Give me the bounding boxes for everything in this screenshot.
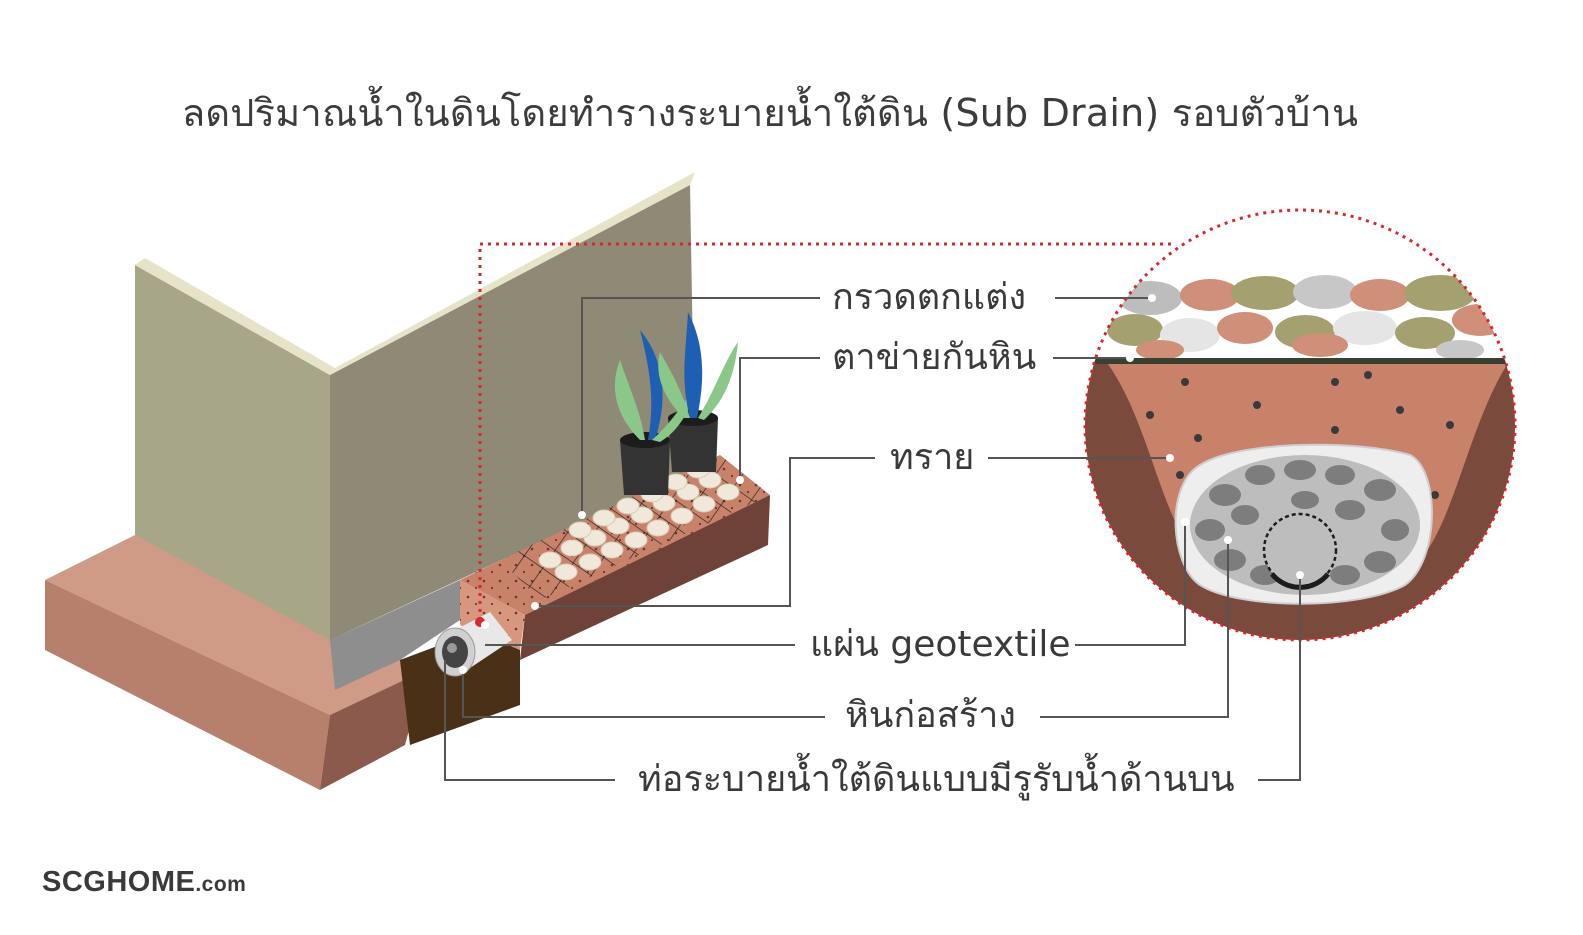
wall-cap bbox=[135, 258, 335, 375]
leader-dots bbox=[459, 294, 1304, 674]
label-geotextile: แผ่น geotextile bbox=[810, 624, 1071, 665]
soil-trench bbox=[400, 630, 520, 745]
wall-front bbox=[135, 265, 330, 640]
magnified-mesh bbox=[1090, 358, 1515, 364]
footing-top bbox=[45, 535, 425, 715]
wall-cap-side bbox=[330, 172, 695, 375]
page-title: ลดปริมาณน้ำในดินโดยทำรางระบายน้ำใต้ดิน (… bbox=[181, 91, 1359, 135]
footing-side bbox=[320, 670, 425, 790]
label-sand: ทราย bbox=[890, 437, 975, 478]
house-section bbox=[45, 172, 695, 790]
label-stone-mesh: ตาข่ายกันหิน bbox=[832, 337, 1037, 378]
brand-name: SCGHOME bbox=[42, 866, 196, 898]
leader-lines bbox=[444, 297, 1301, 781]
label-crushed-stone: หินก่อสร้าง bbox=[845, 695, 1016, 736]
footing-front bbox=[45, 580, 330, 790]
drain-bed bbox=[434, 312, 770, 677]
label-decor-gravel: กรวดตกแต่ง bbox=[832, 277, 1027, 318]
soil-side bbox=[520, 495, 770, 660]
drain-pipe-icon bbox=[434, 612, 512, 677]
magnified-gravel bbox=[1090, 275, 1515, 360]
wall-base bbox=[330, 580, 460, 690]
label-drain-pipe: ท่อระบายน้ำใต้ดินแบบมีรูรับน้ำด้านบน bbox=[638, 759, 1235, 800]
plant-pot-icon bbox=[614, 312, 738, 495]
brand-suffix: .com bbox=[195, 873, 247, 896]
decor-gravel-pile bbox=[538, 461, 740, 581]
brand-logo: SCGHOME.com bbox=[42, 866, 246, 899]
